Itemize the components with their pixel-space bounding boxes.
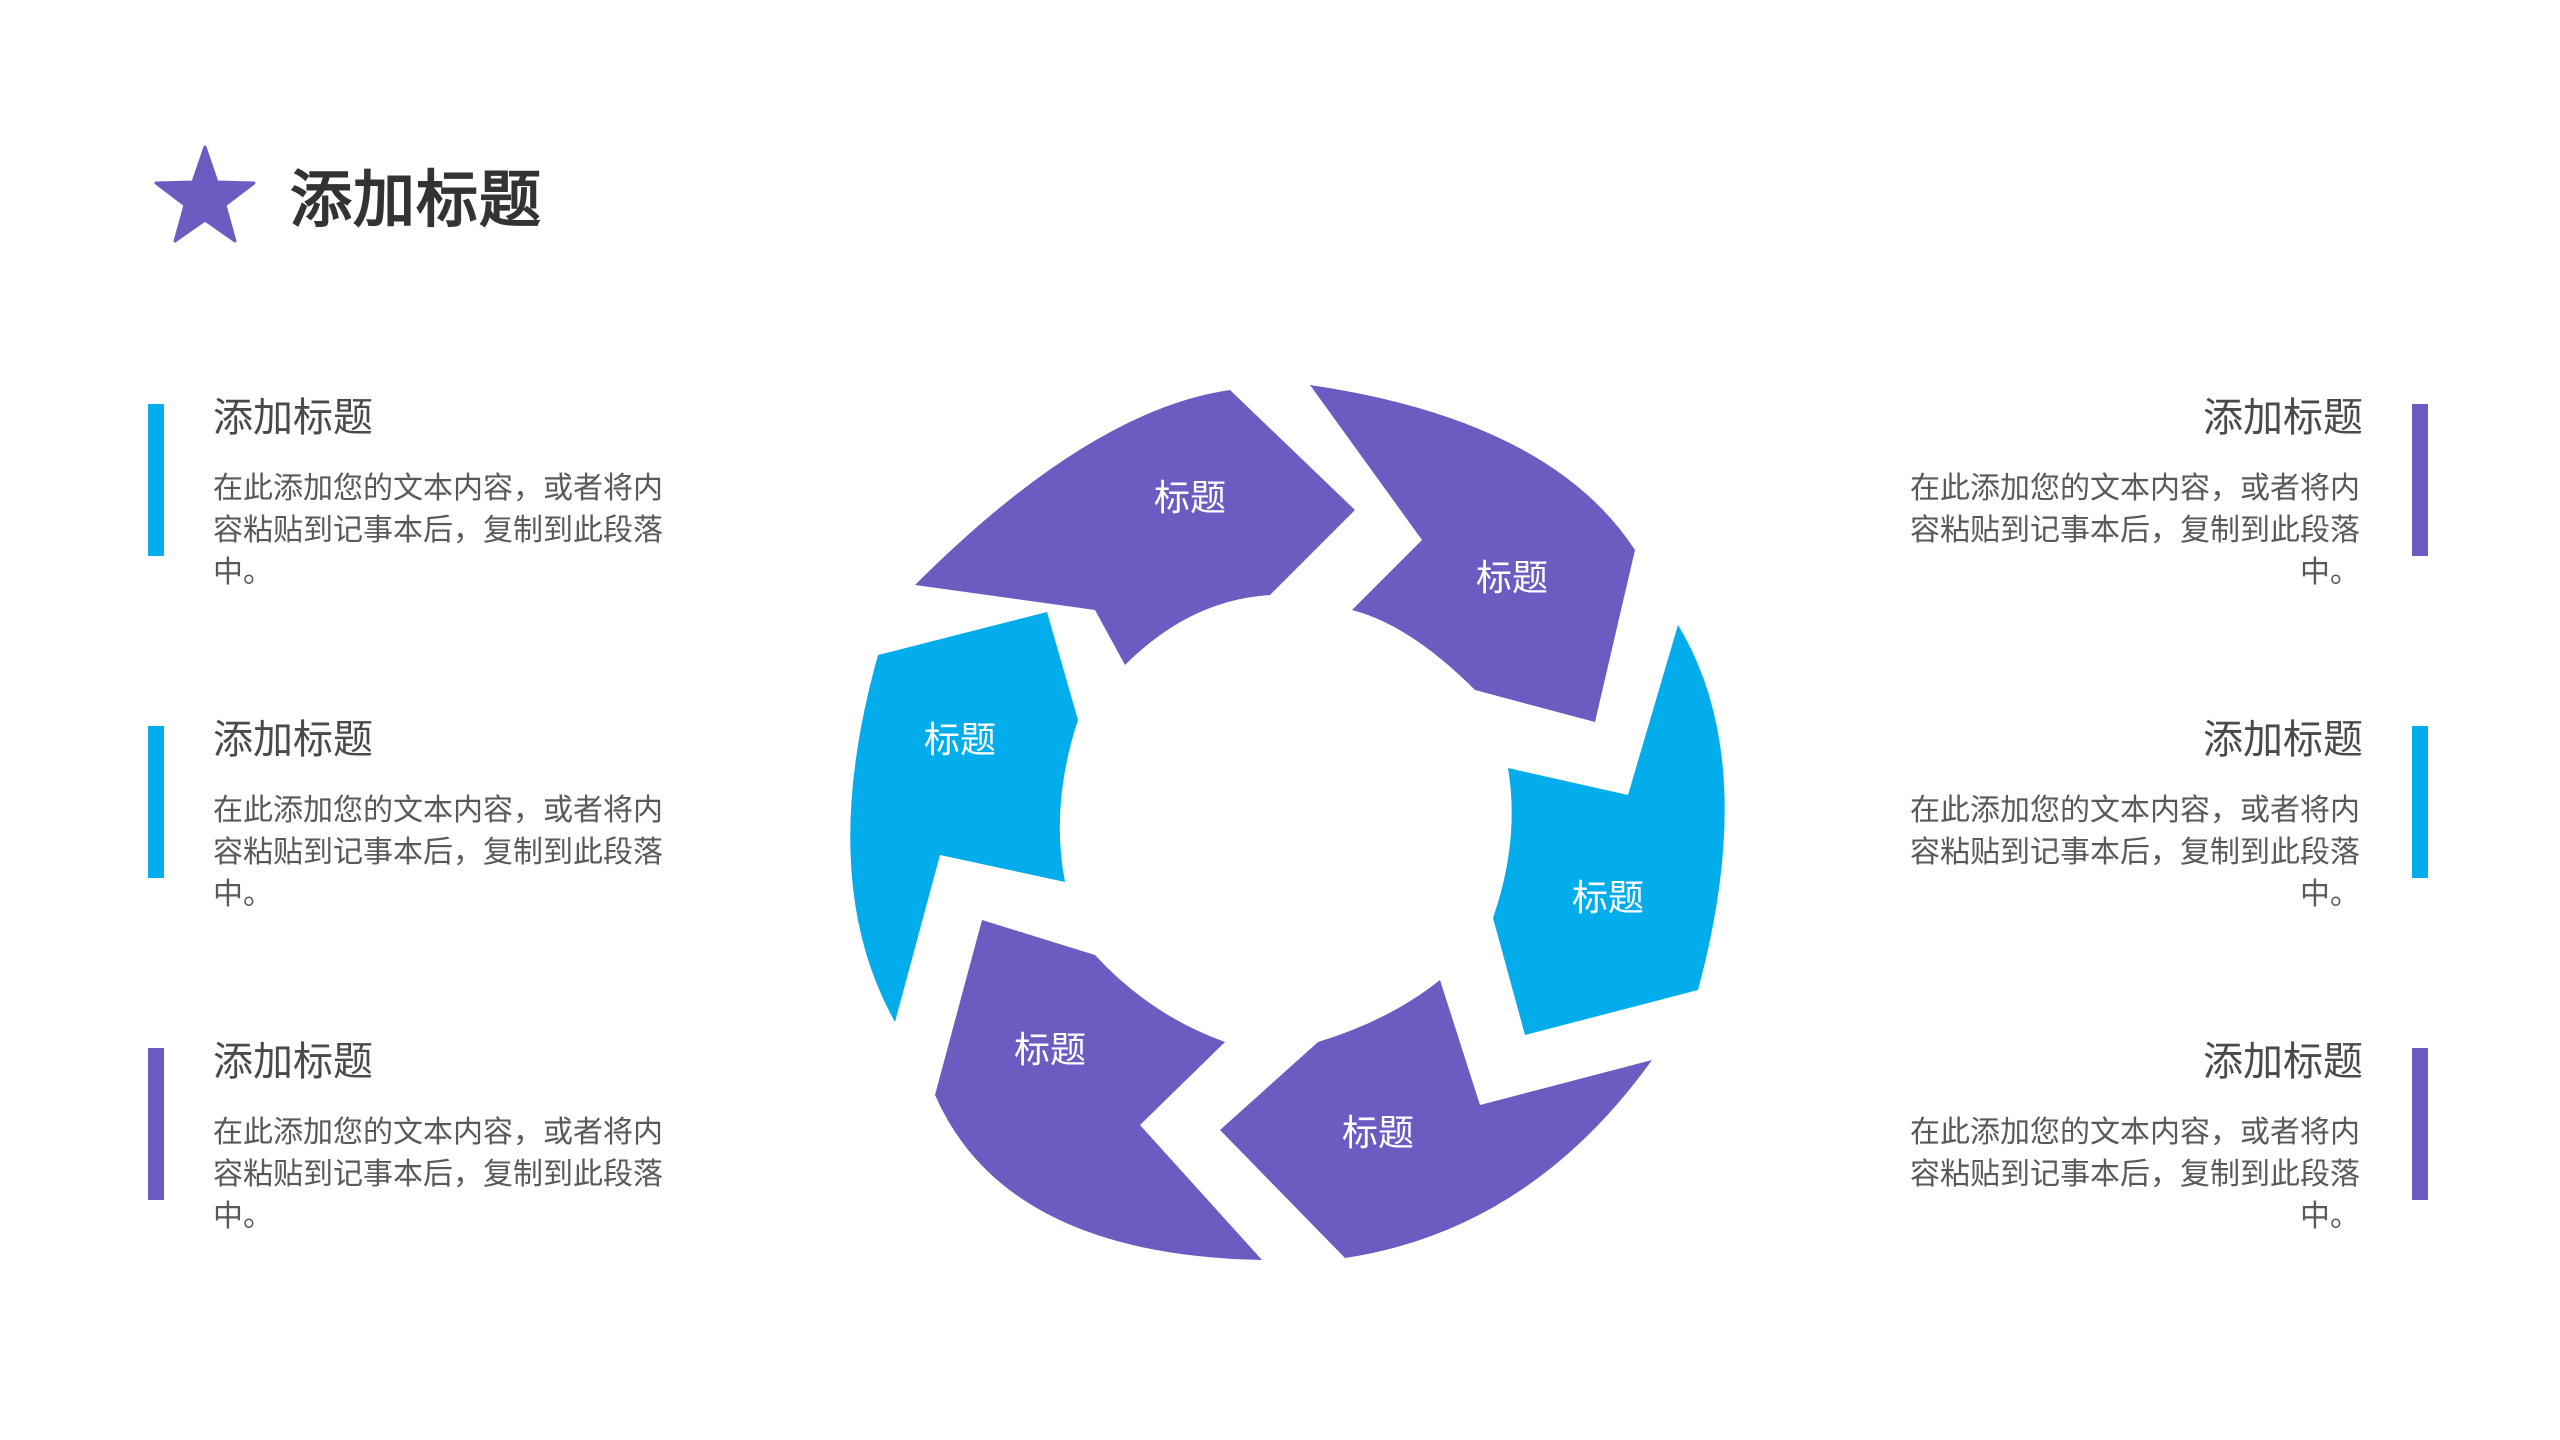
cycle-label: 标题 <box>1342 1113 1414 1154</box>
block-heading: 添加标题 <box>213 717 373 763</box>
cycle-arrow-shape <box>935 920 1262 1260</box>
cycle-segment-4: 标题 <box>1220 980 1652 1258</box>
block-heading: 添加标题 <box>213 395 373 441</box>
block-body: 在此添加您的文本内容，或者将内容粘贴到记事本后，复制到此段落中。 <box>1910 793 2360 912</box>
block-heading: 添加标题 <box>2203 717 2363 763</box>
left-text-block-1: 添加标题 在此添加您的文本内容，或者将内容粘贴到记事本后，复制到此段落中。 <box>148 394 668 594</box>
right-text-block-1: 添加标题 在此添加您的文本内容，或者将内容粘贴到记事本后，复制到此段落中。 <box>1908 394 2428 594</box>
accent-bar <box>2412 1048 2428 1200</box>
star-shape <box>154 145 256 243</box>
block-heading: 添加标题 <box>2203 1039 2363 1085</box>
cycle-segment-5: 标题 <box>935 920 1262 1260</box>
cycle-segment-3: 标题 <box>1493 625 1725 1035</box>
left-text-block-3: 添加标题 在此添加您的文本内容，或者将内容粘贴到记事本后，复制到此段落中。 <box>148 1038 668 1238</box>
block-body: 在此添加您的文本内容，或者将内容粘贴到记事本后，复制到此段落中。 <box>1910 1115 2360 1234</box>
cycle-segment-1: 标题 <box>915 390 1355 665</box>
page-title: 添加标题 <box>290 163 543 236</box>
cycle-arrow-shape <box>1220 980 1652 1258</box>
cycle-arrow-shape <box>850 612 1078 1022</box>
cycle-arrow-shape <box>1310 385 1635 722</box>
block-body: 在此添加您的文本内容，或者将内容粘贴到记事本后，复制到此段落中。 <box>213 1115 663 1234</box>
block-heading: 添加标题 <box>2203 395 2363 441</box>
cycle-label: 标题 <box>1014 1030 1086 1071</box>
accent-bar <box>148 404 164 556</box>
accent-bar <box>148 1048 164 1200</box>
cycle-segment-6: 标题 <box>850 612 1078 1022</box>
block-body: 在此添加您的文本内容，或者将内容粘贴到记事本后，复制到此段落中。 <box>213 793 663 912</box>
star-icon <box>154 145 256 243</box>
cycle-label: 标题 <box>1476 558 1548 599</box>
cycle-label: 标题 <box>924 720 996 761</box>
block-heading: 添加标题 <box>213 1039 373 1085</box>
cycle-segment-2: 标题 <box>1310 385 1635 722</box>
cycle-label: 标题 <box>1572 878 1644 919</box>
header: 添加标题 <box>154 144 542 244</box>
right-text-block-3: 添加标题 在此添加您的文本内容，或者将内容粘贴到记事本后，复制到此段落中。 <box>1908 1038 2428 1238</box>
cycle-label: 标题 <box>1154 478 1226 519</box>
accent-bar <box>2412 404 2428 556</box>
cycle-arrow-shape <box>915 390 1355 665</box>
cycle-arrow-shape <box>1493 625 1725 1035</box>
accent-bar <box>148 726 164 878</box>
accent-bar <box>2412 726 2428 878</box>
right-text-block-2: 添加标题 在此添加您的文本内容，或者将内容粘贴到记事本后，复制到此段落中。 <box>1908 716 2428 916</box>
block-body: 在此添加您的文本内容，或者将内容粘贴到记事本后，复制到此段落中。 <box>213 471 663 590</box>
left-text-block-2: 添加标题 在此添加您的文本内容，或者将内容粘贴到记事本后，复制到此段落中。 <box>148 716 668 916</box>
block-body: 在此添加您的文本内容，或者将内容粘贴到记事本后，复制到此段落中。 <box>1910 471 2360 590</box>
